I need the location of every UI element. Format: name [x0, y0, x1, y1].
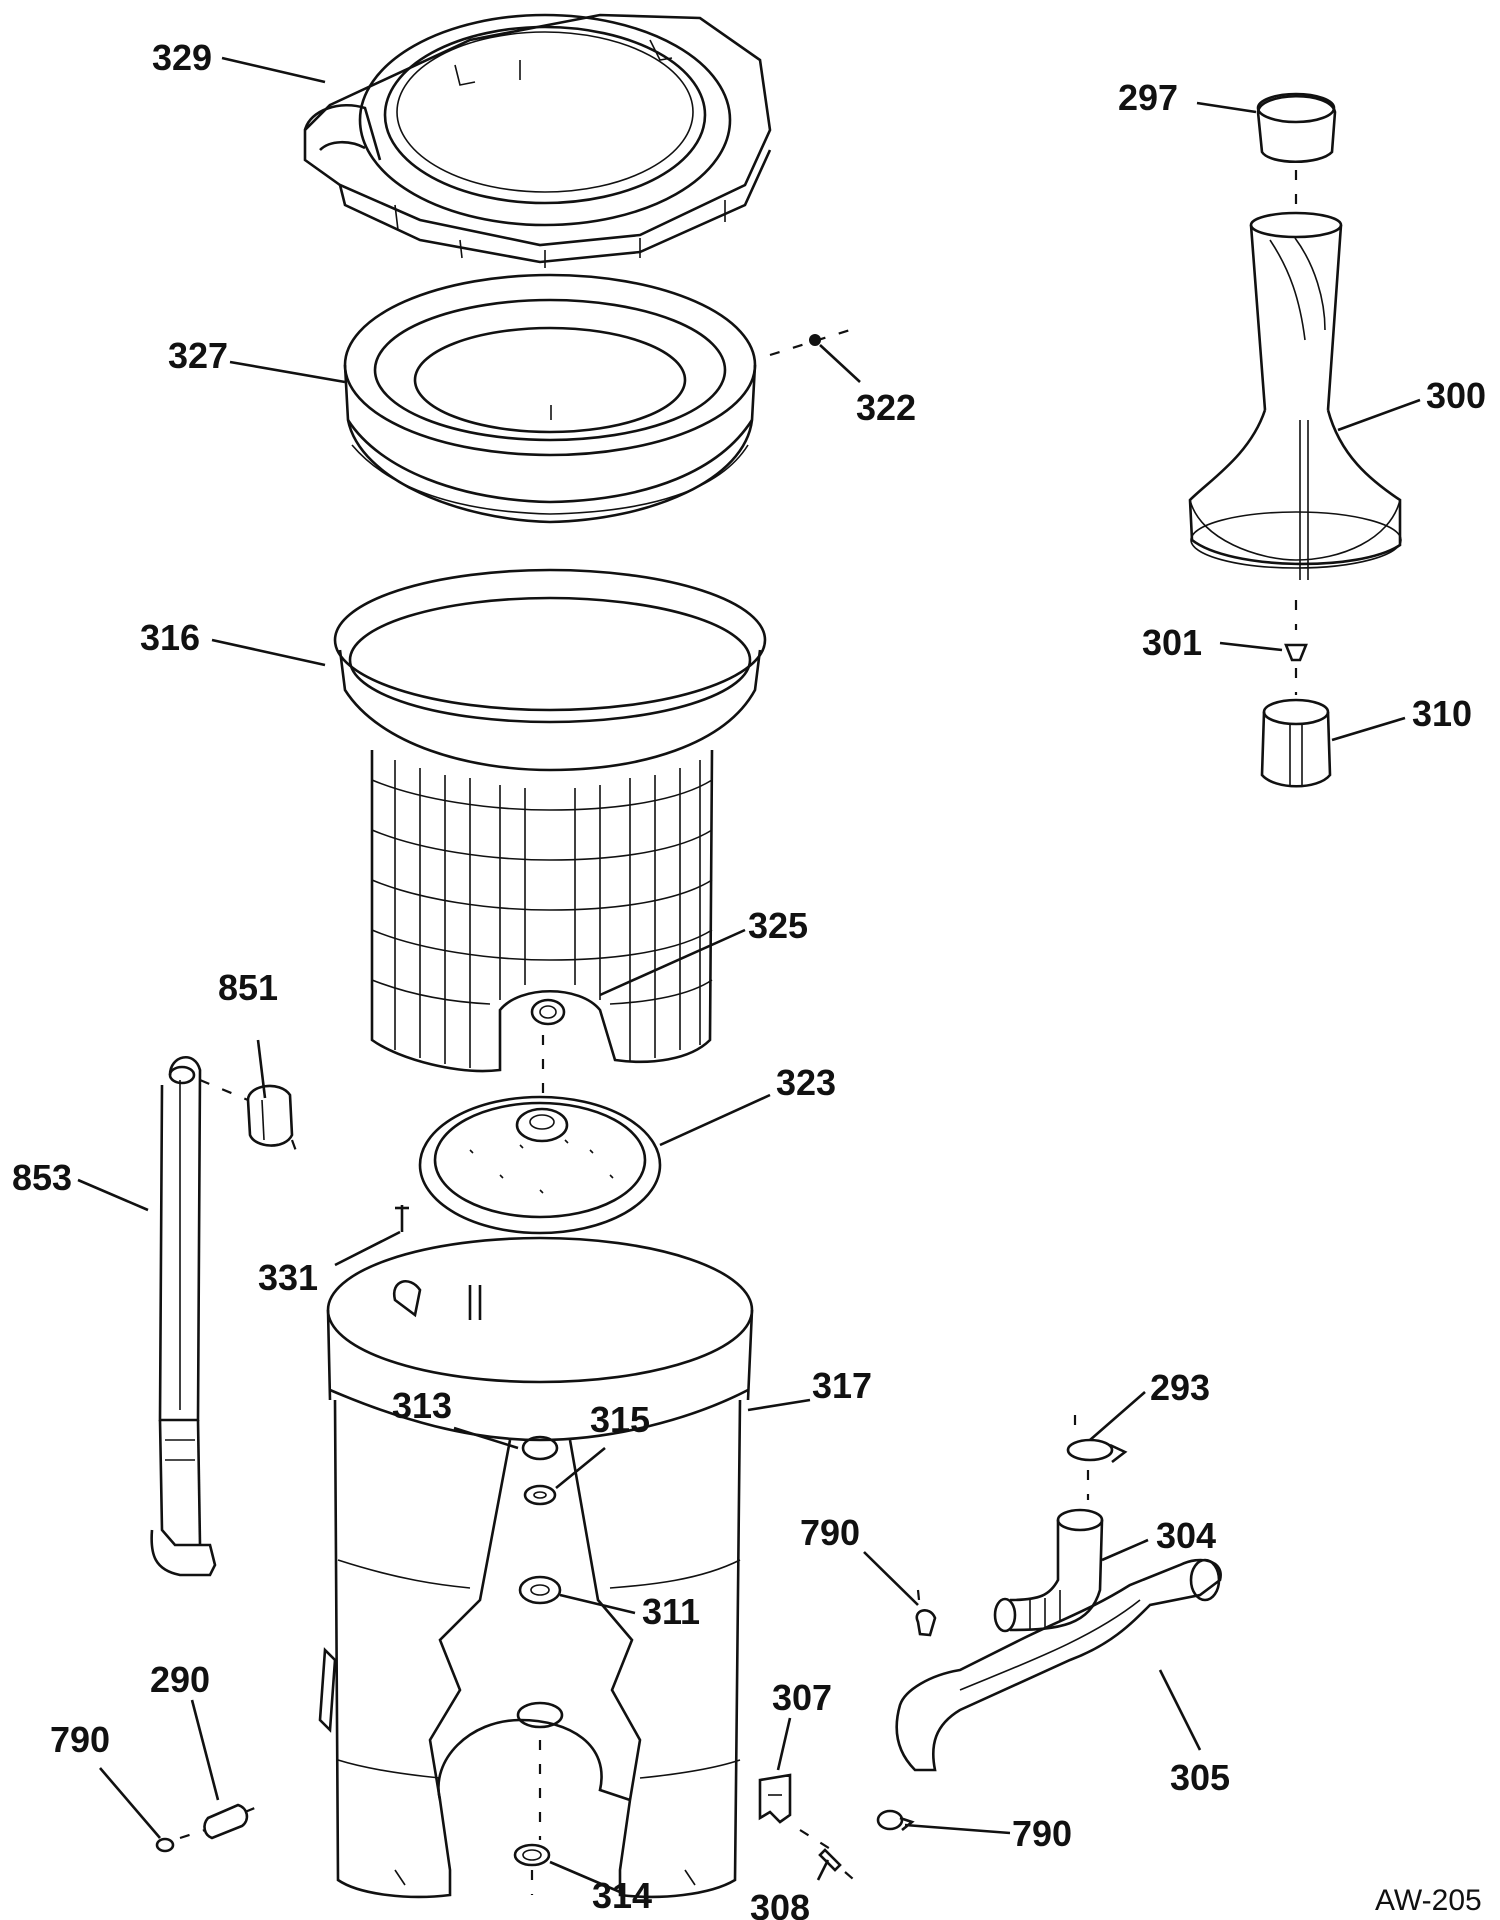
clamp-790-lower-drawing [876, 1809, 915, 1832]
part-label-331: 331 [258, 1257, 318, 1298]
part-label-316: 316 [140, 617, 200, 658]
agitator-cap-297-drawing [1256, 92, 1337, 164]
part-label-301: 301 [1142, 622, 1202, 663]
elbow-hose-304-drawing [993, 1508, 1104, 1633]
screw-331-drawing [395, 1205, 409, 1232]
agitator-300-drawing [1188, 211, 1402, 580]
outer-tub-drawing [318, 1236, 754, 1899]
part-label-307: 307 [772, 1677, 832, 1718]
part-label-313: 313 [392, 1385, 452, 1426]
hose-connector-851-drawing [246, 1084, 294, 1147]
part-label-311: 311 [642, 1591, 700, 1632]
agitator-bolt-301-drawing [1284, 643, 1308, 662]
balance-ring-drawing [343, 273, 757, 524]
part-label-322: 322 [856, 387, 916, 428]
part-label-790-left: 790 [50, 1719, 110, 1760]
part-label-327: 327 [168, 335, 228, 376]
part-label-790-upper: 790 [800, 1512, 860, 1553]
screw-322-drawing [809, 334, 821, 346]
part-label-317: 317 [812, 1365, 872, 1406]
hose-clamp-293-drawing [1066, 1438, 1128, 1464]
basket-hub-plate-drawing [418, 1095, 662, 1235]
part-label-853: 853 [12, 1157, 72, 1198]
part-label-315: 315 [590, 1399, 650, 1440]
part-label-310: 310 [1412, 693, 1472, 734]
part-label-308: 308 [750, 1887, 810, 1920]
part-label-325: 325 [748, 905, 808, 946]
gasket-ring-314-drawing [513, 1843, 551, 1867]
part-label-851: 851 [218, 967, 278, 1008]
part-label-314: 314 [592, 1875, 652, 1916]
clamp-790-left-drawing [155, 1837, 175, 1853]
part-label-304: 304 [1156, 1515, 1216, 1556]
figure-code: AW-205 [1375, 1884, 1482, 1917]
part-label-790-lower: 790 [1012, 1813, 1072, 1854]
screw-308-drawing [818, 1848, 842, 1872]
grommet-290-drawing [203, 1803, 249, 1840]
clamp-790-drawing [915, 1609, 937, 1637]
part-label-293: 293 [1150, 1367, 1210, 1408]
part-label-323: 323 [776, 1062, 836, 1103]
leader-lines [77, 56, 1421, 1894]
part-label-305: 305 [1170, 1757, 1230, 1798]
wash-basket-drawing [333, 568, 767, 1073]
agitator-coupling-310-drawing [1260, 698, 1332, 788]
drain-hose-305-drawing [895, 1558, 1222, 1772]
part-label-297: 297 [1118, 77, 1178, 118]
part-label-300: 300 [1426, 375, 1486, 416]
tub-cover-drawing [303, 13, 772, 268]
clip-307-drawing [758, 1773, 792, 1824]
part-label-290: 290 [150, 1659, 210, 1700]
part-label-329: 329 [152, 37, 212, 78]
drain-tube-drawing [150, 1055, 217, 1577]
